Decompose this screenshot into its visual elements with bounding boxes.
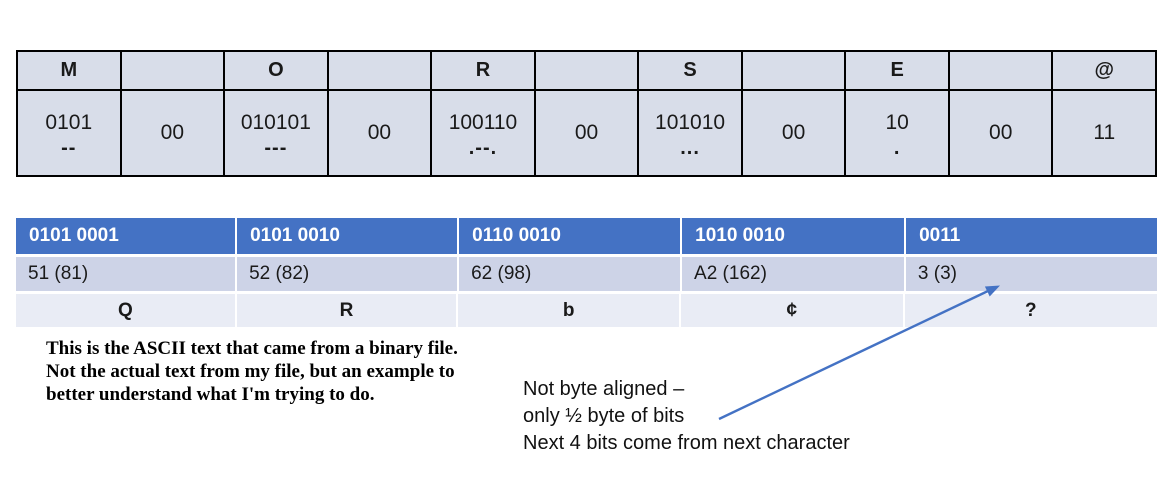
morse-body-cell: 00 [119, 91, 224, 175]
byte-char-cell: b [458, 294, 679, 327]
morse-body-cell: 00 [326, 91, 431, 175]
morse-body-cell: 10 . [844, 91, 948, 175]
morse-symbols: . [893, 136, 901, 159]
binary-bits: 0101 [45, 110, 93, 134]
morse-body-cell: 00 [947, 91, 1052, 175]
binary-bits: 00 [367, 120, 392, 144]
byte-binary-cell: 1010 0010 [682, 218, 905, 254]
byte-alignment-note: Not byte aligned – only ½ byte of bits N… [523, 376, 943, 457]
morse-body-cell: 010101 --- [223, 91, 327, 175]
byte-binary-cell: 0011 [906, 218, 1158, 254]
binary-bits: 010101 [240, 110, 311, 134]
byte-hex-cell: A2 (162) [682, 257, 904, 291]
morse-symbols: --- [264, 136, 288, 159]
alignment-note-line: Next 4 bits come from next character [523, 432, 850, 454]
morse-header-cell: M [60, 59, 78, 81]
binary-bits: 00 [160, 120, 184, 144]
morse-header-cell [947, 52, 1052, 89]
morse-header-cell: E [844, 52, 948, 89]
morse-header-cell: S [637, 52, 741, 89]
byte-binary-cell: 0101 0001 [16, 218, 236, 254]
ascii-explanation-note: This is the ASCII text that came from a … [46, 337, 526, 406]
byte-hex-cell: 62 (98) [459, 257, 681, 291]
byte-binary-cell: 0110 0010 [459, 218, 681, 254]
ascii-note-line: Not the actual text from my file, but an… [46, 361, 455, 382]
binary-bits: 101010 [655, 110, 726, 134]
morse-body-cell: 100110 .--. [430, 91, 534, 175]
byte-table-binary-row: 0101 0001 0101 0010 0110 0010 1010 0010 … [16, 218, 1158, 254]
byte-hex-cell: 51 (81) [16, 257, 236, 291]
morse-table-body-row: 0101 -- 00 010101 --- 00 100110 .--. 00 [18, 91, 1155, 175]
morse-header-cell: R [430, 52, 534, 89]
alignment-note-line: only ½ byte of bits [523, 405, 685, 427]
morse-symbols: -- [61, 136, 77, 159]
alignment-note-line: Not byte aligned – [523, 378, 685, 400]
morse-header-cell [533, 52, 638, 89]
morse-body-cell: 0101 -- [18, 91, 120, 175]
morse-symbols: ... [680, 136, 700, 159]
byte-table-hex-row: 51 (81) 52 (82) 62 (98) A2 (162) 3 (3) [16, 257, 1157, 291]
morse-header-cell: @ [1051, 52, 1155, 89]
morse-header-cell [326, 52, 431, 89]
morse-header-cell [119, 52, 224, 89]
morse-body-cell: 11 [1051, 91, 1155, 175]
ascii-note-line: This is the ASCII text that came from a … [46, 338, 458, 359]
byte-binary-cell: 0101 0010 [237, 218, 458, 254]
morse-body-cell: 101010 ... [637, 91, 741, 175]
byte-hex-cell: 3 (3) [905, 257, 1157, 291]
binary-bits: 00 [989, 120, 1013, 144]
morse-symbols: .--. [468, 136, 498, 159]
morse-body-cell: 00 [533, 91, 638, 175]
byte-char-cell: R [236, 294, 457, 327]
byte-hex-cell: 52 (82) [237, 257, 458, 291]
morse-table: M O R S E @ 0101 -- 00 010101 --- [16, 50, 1157, 177]
byte-char-cell: ¢ [680, 294, 903, 327]
binary-bits: 100110 [448, 110, 518, 134]
byte-table: 0101 0001 0101 0010 0110 0010 1010 0010 … [16, 218, 1158, 327]
binary-bits: 11 [1093, 120, 1116, 144]
ascii-note-line: better understand what I'm trying to do. [46, 384, 375, 405]
morse-header-cell: O [223, 52, 327, 89]
binary-bits: 10 [885, 110, 909, 134]
binary-bits: 00 [781, 120, 806, 144]
byte-table-char-row: Q R b ¢ ? [16, 294, 1157, 327]
binary-bits: 00 [574, 120, 599, 144]
byte-char-cell: ? [904, 294, 1157, 327]
byte-char-cell: Q [16, 294, 235, 327]
morse-body-cell: 00 [740, 91, 845, 175]
morse-header-cell [740, 52, 845, 89]
morse-table-header-row: M O R S E @ [18, 52, 1155, 91]
